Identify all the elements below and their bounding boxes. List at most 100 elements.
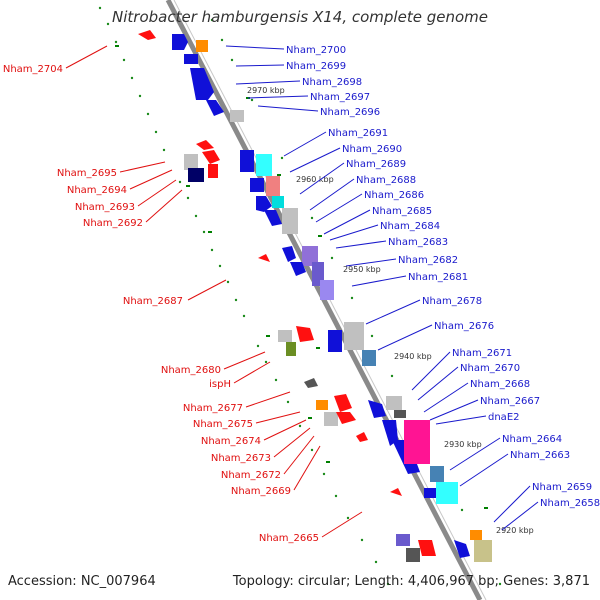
gene-block — [470, 530, 482, 540]
forward-leader-lines — [225, 45, 539, 531]
gene-block — [386, 396, 402, 410]
gene-arrow — [304, 378, 318, 388]
gene-arrow — [196, 140, 214, 150]
gene-block — [344, 322, 364, 350]
gene-block — [406, 548, 420, 562]
gene-label-forward: Nham_2658 — [540, 498, 600, 509]
gene-arrow — [418, 540, 436, 556]
gene-arrow — [264, 210, 282, 226]
gene-block — [396, 534, 410, 546]
gene-block — [208, 164, 218, 178]
gene-label-reverse: Nham_2694 — [67, 185, 127, 196]
gene-block — [282, 208, 298, 234]
forward-gene-labels: Nham_2700 Nham_2699 Nham_2698 Nham_2697 … — [286, 45, 600, 509]
scale-label: 2930 kbp — [444, 440, 482, 449]
gene-arrow — [172, 34, 188, 50]
gene-label-reverse: Nham_2673 — [211, 453, 271, 464]
gene-label-forward: Nham_2689 — [346, 159, 406, 170]
gene-block — [240, 150, 254, 172]
gene-block — [320, 280, 334, 300]
forward-gene-features — [172, 34, 492, 562]
scale-label: 2970 kbp — [247, 86, 285, 95]
gene-block — [362, 350, 376, 366]
gene-label-forward: Nham_2697 — [310, 92, 370, 103]
gene-label-forward: Nham_2700 — [286, 45, 346, 56]
gene-arrow — [202, 150, 220, 164]
gene-arrow — [190, 68, 214, 100]
gene-label-forward: Nham_2682 — [398, 255, 458, 266]
gene-arrow — [390, 488, 402, 496]
gene-label-forward: Nham_2659 — [532, 482, 592, 493]
scale-label: 2950 kbp — [343, 265, 381, 274]
gene-block — [196, 40, 208, 52]
gene-label-forward: Nham_2667 — [480, 396, 540, 407]
gene-label-reverse: Nham_2677 — [183, 403, 243, 414]
gene-block — [316, 400, 328, 410]
gene-arrow — [138, 30, 156, 40]
scale-label: 2920 kbp — [496, 526, 534, 535]
gene-label-forward: Nham_2696 — [320, 107, 380, 118]
gene-label-reverse: Nham_2704 — [3, 64, 63, 75]
gene-arrow — [256, 196, 272, 212]
gene-block — [302, 246, 318, 266]
gene-block — [286, 342, 296, 356]
gene-block — [278, 330, 292, 342]
gene-label-reverse: Nham_2680 — [161, 365, 221, 376]
gene-label-reverse: Nham_2674 — [201, 436, 261, 447]
gene-label-forward: Nham_2684 — [380, 221, 440, 232]
gene-block — [328, 330, 342, 352]
gene-label-reverse: Nham_2675 — [193, 419, 253, 430]
gene-label-reverse: Nham_2665 — [259, 533, 319, 544]
gene-block — [430, 466, 444, 482]
gene-label-reverse: Nham_2692 — [83, 218, 143, 229]
gene-arrow — [296, 326, 314, 342]
gene-label-forward: Nham_2670 — [460, 363, 520, 374]
gene-label-forward: Nham_2671 — [452, 348, 512, 359]
gene-label-forward: Nham_2691 — [328, 128, 388, 139]
gene-label-forward: Nham_2678 — [422, 296, 482, 307]
gene-label-forward: Nham_2668 — [470, 379, 530, 390]
gene-label-forward: Nham_2683 — [388, 237, 448, 248]
gene-block — [424, 488, 436, 498]
reverse-leader-lines — [65, 45, 363, 538]
gene-block — [184, 154, 198, 170]
gene-block — [324, 412, 338, 426]
gene-arrow — [336, 412, 356, 424]
gene-arrow — [258, 254, 270, 262]
gene-label-reverse: Nham_2687 — [123, 296, 183, 307]
gene-label-forward: Nham_2663 — [510, 450, 570, 461]
genome-summary-text: Topology: circular; Length: 4,406,967 bp… — [232, 574, 590, 589]
reverse-gene-features — [138, 30, 436, 562]
scale-label: 2940 kbp — [394, 352, 432, 361]
gene-arrow — [368, 400, 386, 418]
gene-label-reverse: Nham_2672 — [221, 470, 281, 481]
gene-arrow — [382, 420, 398, 446]
gene-label-forward: Nham_2699 — [286, 61, 346, 72]
gene-block — [394, 410, 406, 418]
gene-arrow — [282, 246, 296, 262]
gene-label-forward: Nham_2698 — [302, 77, 362, 88]
gene-label-forward: Nham_2676 — [434, 321, 494, 332]
gene-block — [404, 420, 430, 464]
gene-label-forward: Nham_2690 — [342, 144, 402, 155]
gene-label-reverse: ispH — [209, 379, 231, 390]
gene-block — [272, 196, 284, 208]
gene-block — [230, 110, 244, 122]
genome-title: Nitrobacter hamburgensis X14, complete g… — [112, 8, 488, 26]
gene-arrow — [334, 394, 352, 412]
gene-arrow — [290, 262, 306, 276]
gene-label-reverse: Nham_2693 — [75, 202, 135, 213]
scale-label: 2960 kbp — [296, 175, 334, 184]
gene-block — [474, 540, 492, 562]
gene-block — [266, 176, 280, 196]
gene-block — [188, 168, 204, 182]
gene-block — [184, 54, 198, 64]
gene-label-forward: Nham_2681 — [408, 272, 468, 283]
gene-block — [436, 482, 458, 504]
gene-label-forward: Nham_2688 — [356, 175, 416, 186]
gene-arrow — [356, 432, 368, 442]
gene-block — [250, 178, 264, 192]
gene-arrow — [454, 540, 470, 558]
gene-label-forward: dnaE2 — [488, 412, 520, 423]
